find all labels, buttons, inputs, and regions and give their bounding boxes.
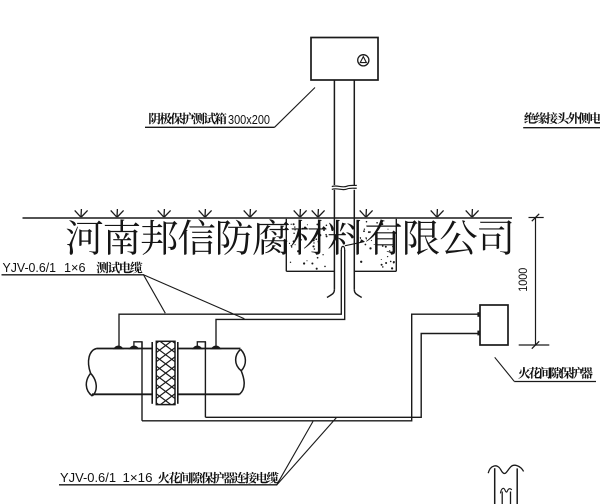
svg-text:1×16: 1×16 — [123, 471, 153, 485]
svg-text:1000: 1000 — [518, 268, 530, 292]
svg-text:300x200: 300x200 — [228, 112, 270, 127]
svg-text:1×6: 1×6 — [64, 261, 86, 275]
svg-text:YJV-0.6/1: YJV-0.6/1 — [60, 471, 116, 485]
svg-text:YJV-0.6/1: YJV-0.6/1 — [3, 261, 57, 275]
